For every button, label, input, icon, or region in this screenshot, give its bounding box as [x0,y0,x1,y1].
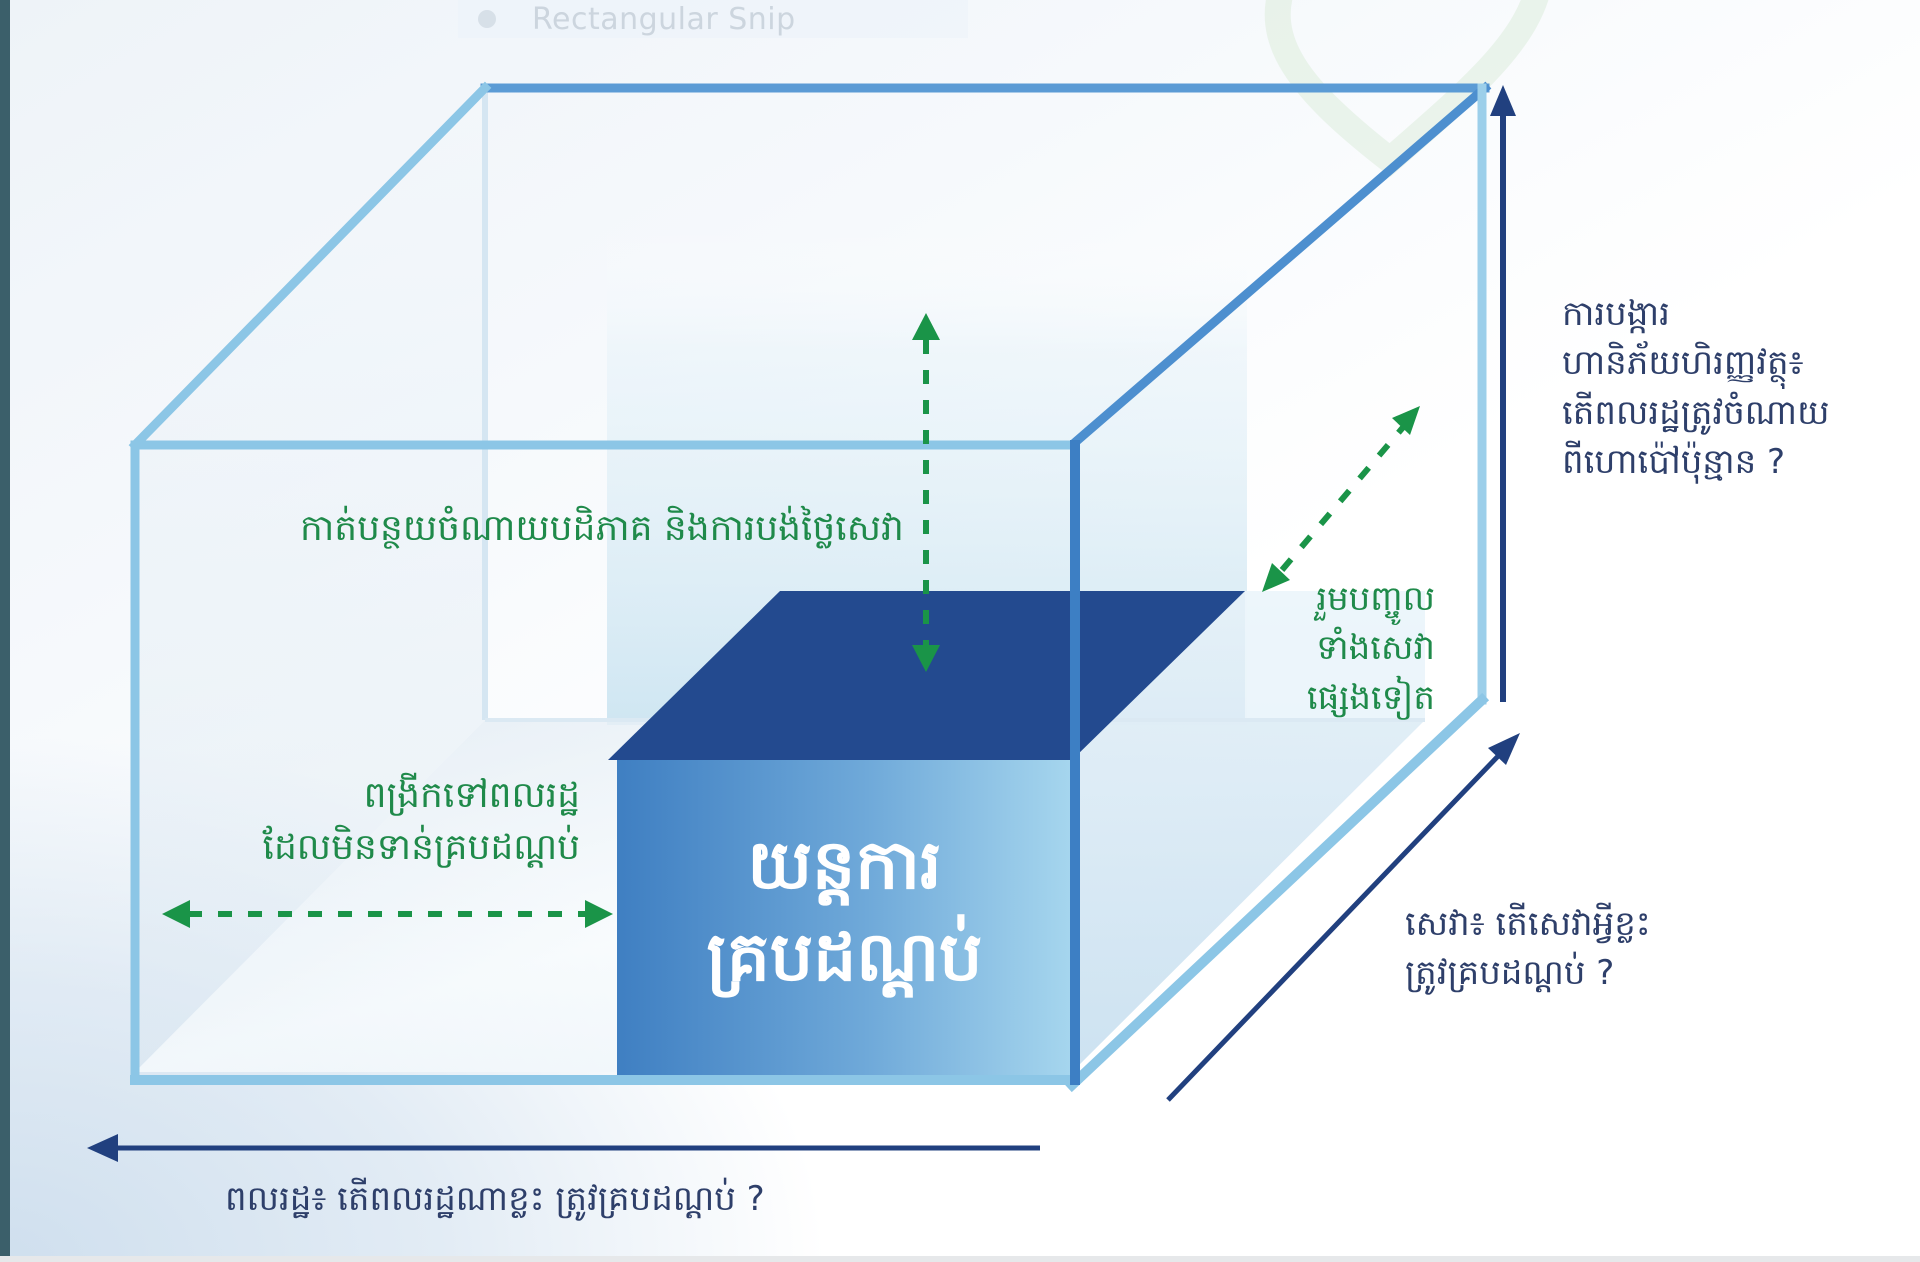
snip-mode-label: Rectangular Snip [532,1,796,37]
window-bottom-edge [0,1256,1920,1262]
services-axis-line-2: ត្រូវគ្របដណ្តប់ ? [1405,953,1615,994]
other-services-bg [1245,591,1425,721]
financial-protection-axis-label: ការបង្ការ ហានិភ័យហិរញ្ញវត្ថុ៖ តើពលរដ្ឋត្… [1562,290,1829,487]
axis-arrow-left-icon [87,1134,118,1162]
arrow-head-down-icon [912,645,940,672]
axis-arrow-up-icon [1490,85,1516,116]
expand-population-line-1: ពង្រីកទៅពលរដ្ឋ [363,775,580,816]
axis-arrow-upright-icon [1488,733,1520,765]
expand-population-label: ពង្រីកទៅពលរដ្ឋ ដែលមិនទាន់គ្របដណ្តប់ [240,770,580,874]
expand-population-line-2: ដែលមិនទាន់គ្របដណ្តប់ [262,827,580,869]
other-services-line-3: ផ្សេងទៀត [1306,677,1435,718]
window-left-edge [0,0,10,1262]
finance-line-2: ហានិភ័យហិរញ្ញវត្ថុ៖ [1562,343,1804,384]
other-services-arrow [1279,423,1408,572]
other-services-line-1: រួមបញ្ចូល [1316,579,1435,619]
axis-arrows [87,85,1520,1162]
finance-line-3: តើពលរដ្ឋត្រូវចំណាយ [1562,392,1830,433]
services-axis-line-1: សេវា៖ តើសេវាអ្វីខ្លះ [1405,904,1651,944]
arrow-head-upright-icon [1392,406,1420,435]
population-axis-label: ពលរដ្ឋ៖ តើពលរដ្ឋណាខ្លះ ត្រូវគ្របដណ្តប់ ? [225,1175,765,1224]
finance-line-1: ការបង្ការ [1562,294,1670,334]
cube-left-wall [135,88,485,1072]
cost-sharing-text: កាត់បន្ថយចំណាយបដិភាគ និងការបង់ថ្លៃសេវា [300,508,904,549]
mechanism-line-1: យន្តការ [747,826,942,905]
watermark-shape [1264,0,1549,177]
services-axis [1166,750,1504,1102]
services-axis-label: សេវា៖ តើសេវាអ្វីខ្លះ ត្រូវគ្របដណ្តប់ ? [1405,900,1651,999]
green-arrows [162,313,1420,928]
arrow-head-downleft-icon [1262,563,1290,592]
snip-radio-icon [478,10,496,28]
coverage-box-front [617,760,1072,1075]
finance-line-4: ពីហោប៉ៅប៉ុន្មាន ? [1562,441,1786,482]
coverage-mechanism-title: យន្តការ គ្របដណ្តប់ [617,820,1072,1004]
arrow-head-up-icon [912,313,940,340]
arrow-head-right-icon [585,900,613,928]
other-services-line-2: ទាំងសេវា [1316,628,1435,669]
cube-edges [128,81,1492,1093]
mechanism-line-2: គ្របដណ្តប់ [706,917,983,997]
other-services-label: រួមបញ្ចូល ទាំងសេវា ផ្សេងទៀត [1285,575,1435,723]
cost-sharing-label: កាត់បន្ថយចំណាយបដិភាគ និងការបង់ថ្លៃសេវា [300,503,904,555]
population-axis-text: ពលរដ្ឋ៖ តើពលរដ្ឋណាខ្លះ ត្រូវគ្របដណ្តប់ ? [225,1179,765,1219]
rectangular-snip-overlay[interactable]: Rectangular Snip [458,0,968,38]
coverage-box-top [608,591,1245,760]
arrow-head-left-icon [162,900,190,928]
